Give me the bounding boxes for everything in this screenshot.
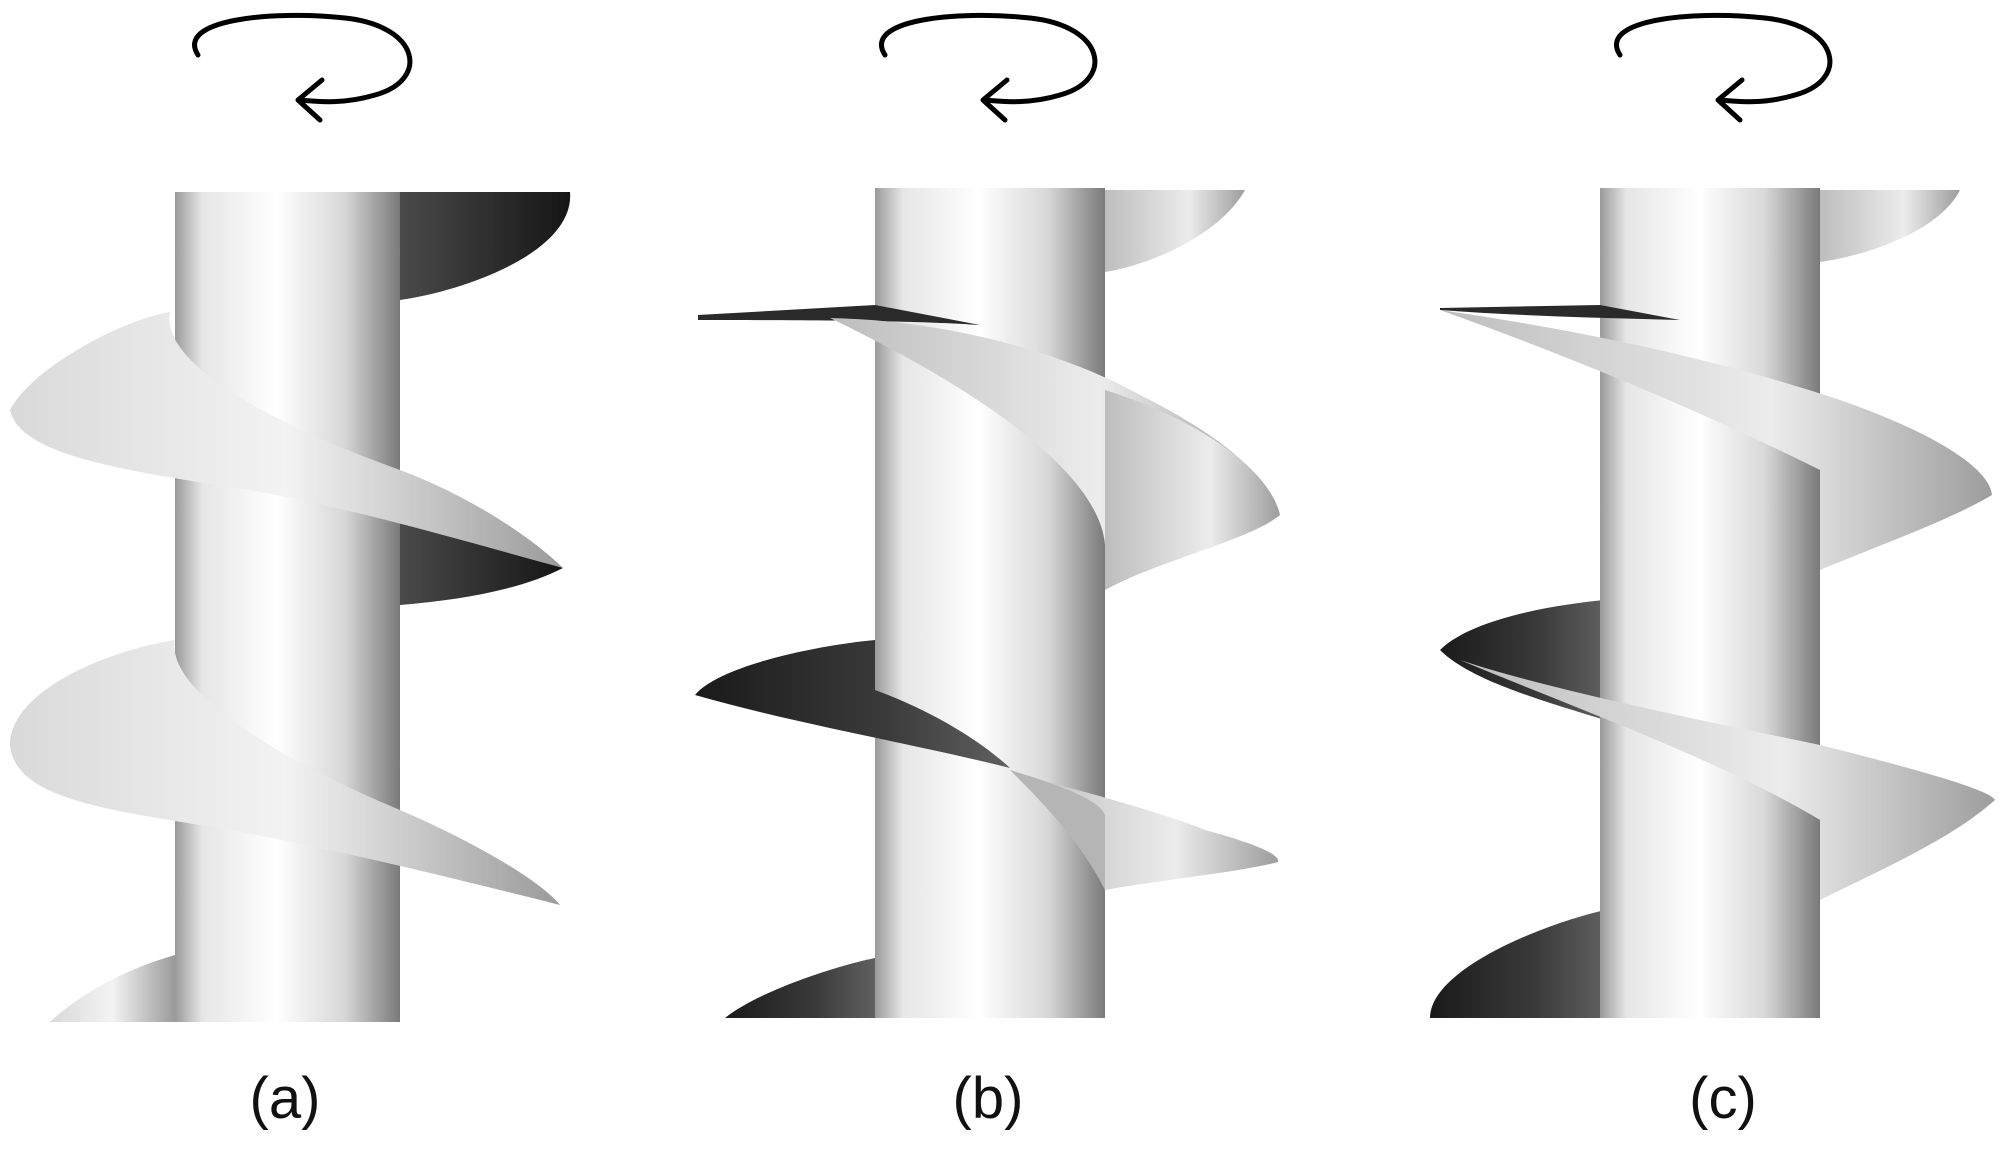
flight-front-1-right bbox=[1105, 390, 1280, 590]
flight-front-2 bbox=[1460, 660, 1995, 900]
flight-top-right bbox=[1820, 190, 1960, 262]
flight-edge-top bbox=[698, 305, 980, 325]
flight-front-1 bbox=[1440, 310, 1992, 570]
screw-b bbox=[695, 12, 1280, 1018]
panel-c-label: (c) bbox=[1689, 1066, 1757, 1131]
flight-back-mid bbox=[400, 520, 563, 605]
flight-dark-bottom bbox=[1430, 910, 1605, 1018]
flight-back-bottom bbox=[725, 958, 875, 1018]
flight-dark-mid bbox=[695, 640, 1010, 768]
panel-a-label: (a) bbox=[249, 1066, 321, 1131]
flight-front-1 bbox=[10, 312, 563, 568]
shaft-a bbox=[175, 192, 400, 1022]
panel-b: (b) bbox=[680, 0, 1300, 1149]
panel-b-label: (b) bbox=[952, 1066, 1024, 1131]
flight-front-2-inner bbox=[1010, 770, 1105, 890]
flight-top-right bbox=[1105, 190, 1245, 272]
panel-c: (c) bbox=[1300, 0, 2000, 1149]
panel-a: (a) bbox=[0, 0, 680, 1149]
screw-c bbox=[1430, 12, 1995, 1018]
rotation-arrow-icon bbox=[192, 12, 413, 123]
flight-edge-top bbox=[1440, 305, 1680, 320]
rotation-arrow-icon bbox=[879, 12, 1098, 123]
shaft-c bbox=[1600, 188, 1820, 1018]
screw-a bbox=[10, 12, 571, 1022]
flight-front-3 bbox=[50, 955, 175, 1022]
flight-front-2 bbox=[10, 640, 560, 905]
flight-back-top bbox=[400, 192, 571, 300]
rotation-arrow-icon bbox=[1614, 12, 1833, 123]
